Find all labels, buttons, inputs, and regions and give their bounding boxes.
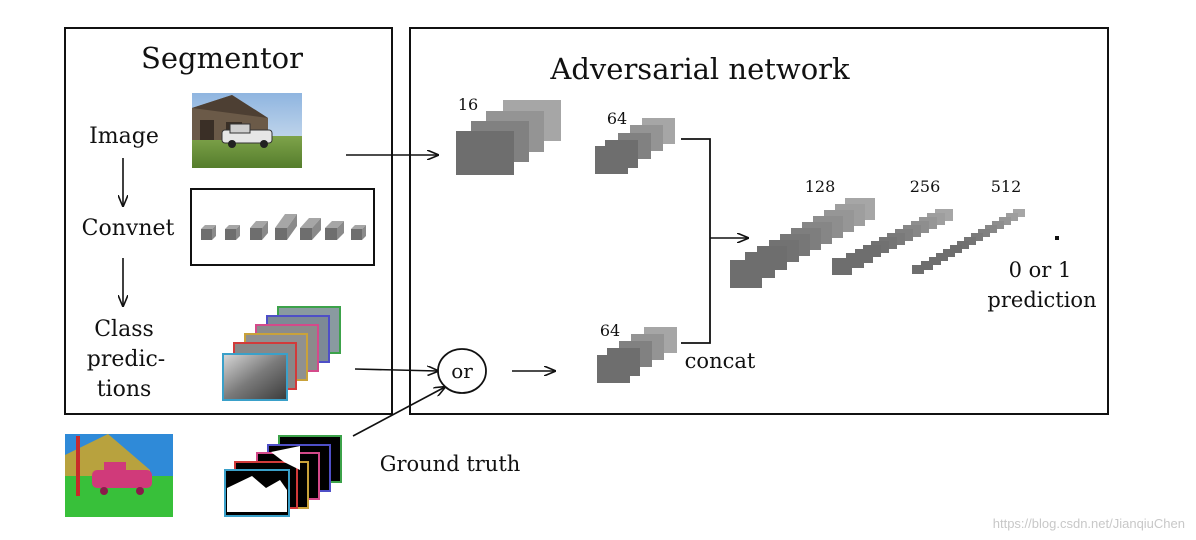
block-64-bottom — [597, 327, 677, 383]
convnet-box — [190, 188, 375, 266]
convnet-label: Convnet — [82, 216, 175, 241]
output-node — [1055, 236, 1059, 240]
ground-truth-mask-stack — [224, 435, 342, 517]
output-label-line2: prediction — [987, 288, 1096, 312]
class-prediction-stack — [222, 306, 341, 401]
or-label: or — [451, 359, 473, 383]
segmentor-title: Segmentor — [141, 41, 303, 75]
ground-truth-photo — [65, 434, 173, 517]
concat-label: concat — [685, 349, 756, 373]
block-256 — [832, 209, 953, 275]
watermark: https://blog.csdn.net/JianqiuChen — [993, 516, 1185, 531]
ground-truth-label: Ground truth — [380, 452, 521, 476]
adversarial-title: Adversarial network — [549, 52, 850, 86]
block-16 — [456, 100, 561, 175]
convnet-layers — [201, 214, 366, 240]
count-512: 512 — [991, 177, 1022, 196]
output-label-line1: 0 or 1 — [1009, 258, 1072, 282]
image-label: Image — [89, 124, 159, 149]
segmentor-panel — [64, 27, 393, 415]
adversarial-panel — [409, 27, 1109, 415]
block-64-top — [595, 118, 675, 174]
class-label-line1: Class — [94, 317, 154, 342]
arrow-class-to-or — [354, 369, 438, 371]
or-node — [437, 348, 487, 394]
block-128 — [730, 198, 875, 288]
count-64-bottom: 64 — [600, 321, 620, 340]
class-label-line3: tions — [97, 377, 152, 402]
block-512 — [912, 209, 1025, 274]
class-label-line2: predic- — [87, 347, 166, 372]
count-256: 256 — [910, 177, 941, 196]
concat-bracket — [681, 138, 711, 344]
count-64-top: 64 — [607, 109, 627, 128]
arrow-groundtruth-to-or — [352, 387, 445, 437]
count-16: 16 — [458, 95, 478, 114]
count-128: 128 — [805, 177, 836, 196]
input-photo — [192, 93, 302, 168]
